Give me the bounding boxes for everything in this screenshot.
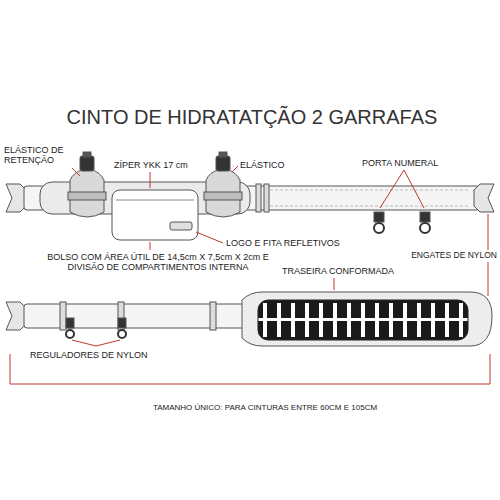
part-label: ELÁSTICO DE RETENÇÃO xyxy=(4,145,76,166)
title: CINTO DE HIDRATATÇÃO 2 GARRAFAS xyxy=(2,106,500,129)
belt-back-view xyxy=(6,292,492,346)
part-label: ZÍPER YKK 17 cm xyxy=(114,160,209,170)
leader-lines xyxy=(10,166,490,384)
part-label: BOLSO COM ÁREA ÚTIL DE 14,5cm X 7,5cm X … xyxy=(38,252,278,273)
part-label: PORTA NUMERAL xyxy=(362,158,452,168)
part-label: ENGATES DE NYLON xyxy=(400,251,497,261)
part-label: REGULADORES DE NYLON xyxy=(30,350,170,360)
belt-top-view xyxy=(6,152,494,240)
part-label: TRASEIRA CONFORMADA xyxy=(282,266,402,276)
part-label: ELÁSTICO xyxy=(240,160,300,170)
caption: TAMANHO ÚNICO: PARA CINTURAS ENTRE 60CM … xyxy=(100,403,430,412)
part-label: LOGO E FITA REFLETIVOS xyxy=(226,238,356,248)
